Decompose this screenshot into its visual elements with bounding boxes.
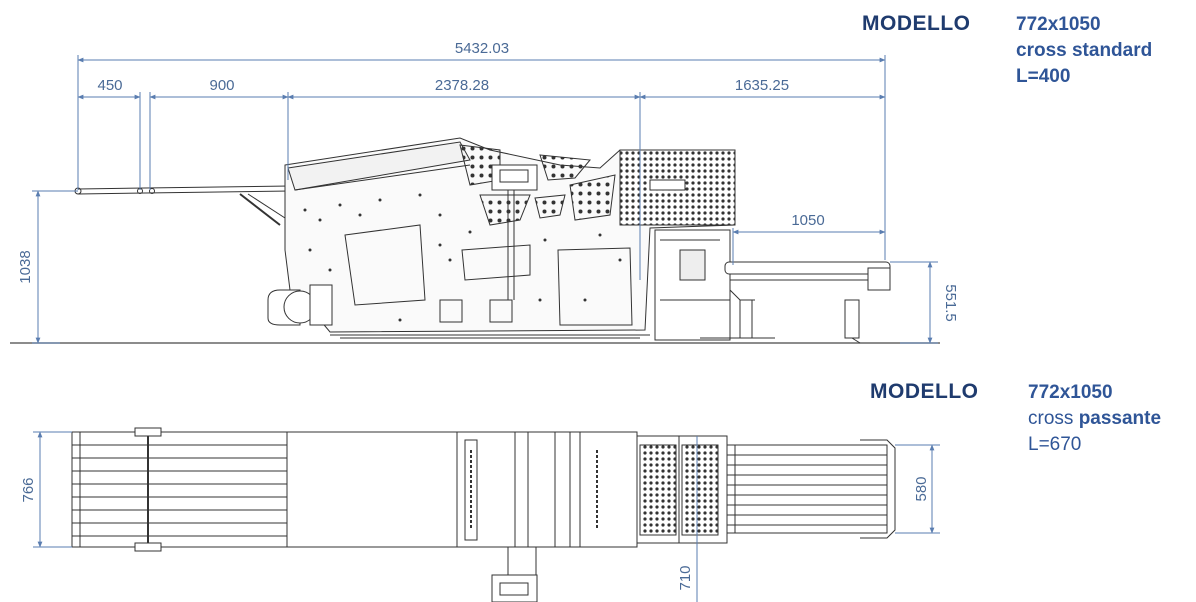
top-cross-unit [636, 435, 728, 544]
dim-seg2: 900 [209, 77, 234, 94]
dim-width-left: 766 [20, 477, 37, 502]
dim-height-right: 551.5 [942, 284, 959, 322]
top-main-body [286, 431, 638, 602]
top-dimension-labels: 766 580 710 [20, 476, 930, 590]
top-infeed-belts [71, 427, 288, 552]
dim-outfeed: 1050 [791, 212, 824, 229]
dim-width-right: 580 [913, 476, 930, 501]
cross-unit [619, 149, 775, 341]
side-view [10, 137, 940, 344]
top-view [71, 427, 896, 602]
bottom-model-variant-prefix: cross [1028, 408, 1074, 429]
outfeed-conveyor [724, 261, 891, 344]
side-dimensions [32, 55, 938, 344]
dim-seg1: 450 [97, 77, 122, 94]
dim-total: 5432.03 [455, 40, 509, 57]
dim-seg4: 1635.25 [735, 77, 789, 94]
top-outfeed [726, 439, 896, 539]
infeed-belt [74, 185, 291, 226]
bottom-model-key: MODELLO [870, 380, 979, 403]
dim-offset: 710 [677, 565, 694, 590]
bottom-model-variant: cross passante [1028, 406, 1161, 432]
dim-height-left: 1038 [17, 250, 34, 283]
bottom-model-variant-bold: passante [1078, 408, 1162, 429]
blower [267, 284, 333, 326]
bottom-model-length: L=670 [1028, 434, 1082, 455]
dim-seg3: 2378.28 [435, 77, 489, 94]
top-model-key: MODELLO [862, 12, 971, 35]
side-dimension-labels: 5432.03 450 900 2378.28 1635.25 1050 103… [17, 40, 959, 322]
bottom-model-info: 772x1050 cross passante L=670 [1028, 380, 1161, 458]
bottom-model-size: 772x1050 [1028, 382, 1113, 403]
top-dimensions [33, 431, 940, 602]
top-model-info: 772x1050 cross standard L=400 [1016, 12, 1152, 90]
top-model-size: 772x1050 [1016, 14, 1101, 35]
top-model-length: L=400 [1016, 66, 1071, 87]
top-model-variant: cross standard [1016, 40, 1153, 61]
